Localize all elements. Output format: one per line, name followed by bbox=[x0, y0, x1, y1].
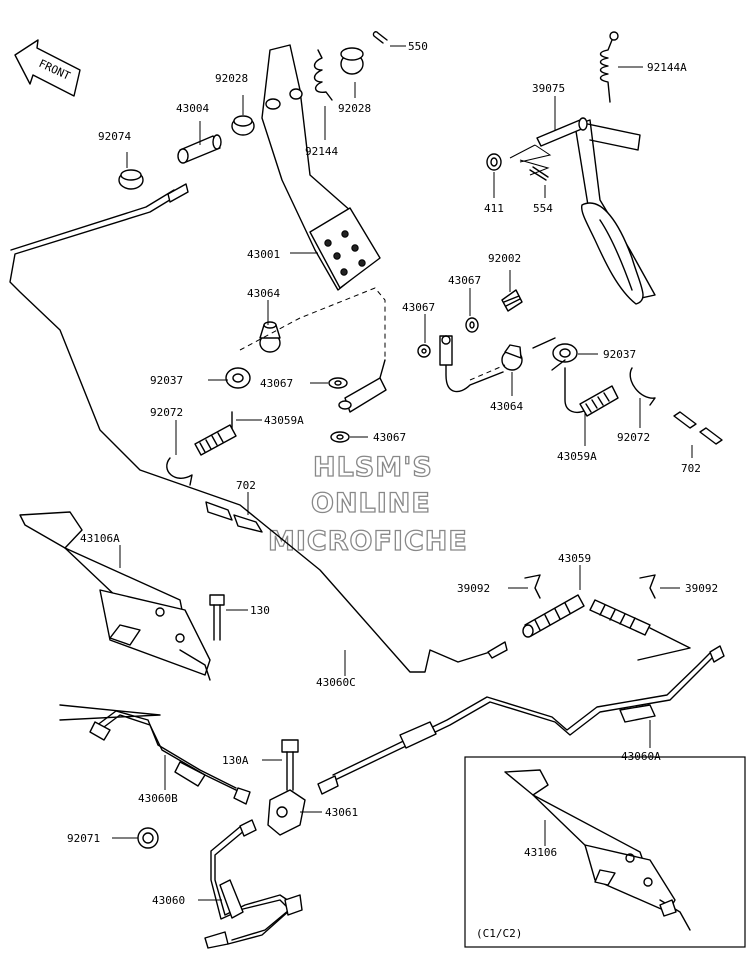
clip-92072-left bbox=[166, 457, 193, 486]
label-550: 550 bbox=[408, 40, 428, 53]
bushing-43064-left bbox=[259, 321, 281, 353]
label-92028-right: 92028 bbox=[338, 102, 371, 115]
label-43067-b: 43067 bbox=[402, 301, 435, 314]
label-92037-left: 92037 bbox=[150, 374, 183, 387]
label-130A: 130A bbox=[222, 754, 249, 767]
label-43106A: 43106A bbox=[80, 532, 120, 545]
bushing-92028-right bbox=[340, 47, 364, 75]
label-43059: 43059 bbox=[558, 552, 591, 565]
watermark-line1: HLSM'S bbox=[313, 452, 433, 483]
bolt-92002 bbox=[501, 289, 523, 312]
part-labels: 550 92028 92028 92144A 39075 43004 92144… bbox=[67, 40, 718, 907]
leader-lines bbox=[112, 45, 693, 901]
bolt-130A bbox=[281, 739, 299, 791]
label-43059A-left: 43059A bbox=[264, 414, 304, 427]
clamp-92037-right bbox=[532, 337, 578, 371]
rod-43059A-right bbox=[564, 367, 619, 417]
label-43059A-right: 43059A bbox=[557, 450, 597, 463]
label-43061: 43061 bbox=[325, 806, 358, 819]
washer-43067-right2 bbox=[417, 344, 431, 358]
label-43001: 43001 bbox=[247, 248, 280, 261]
label-43106: 43106 bbox=[524, 846, 557, 859]
inset-box: (C1/C2) bbox=[464, 756, 746, 948]
rod-43060B bbox=[89, 710, 251, 805]
washer-411 bbox=[486, 153, 502, 171]
rod-right-upper bbox=[439, 335, 504, 393]
cable-43059 bbox=[522, 594, 651, 638]
label-39092-left: 39092 bbox=[457, 582, 490, 595]
label-43060A: 43060A bbox=[621, 750, 661, 763]
label-43004: 43004 bbox=[176, 102, 209, 115]
pin-702-left bbox=[205, 501, 263, 533]
washer-43067-left bbox=[328, 377, 348, 389]
pin-554 bbox=[529, 166, 549, 181]
spring-92144 bbox=[313, 49, 333, 101]
label-43060B: 43060B bbox=[138, 792, 178, 805]
adjuster-rod-left bbox=[338, 359, 387, 413]
clamp-92037-left bbox=[225, 367, 251, 389]
block-43061 bbox=[267, 789, 306, 836]
label-92144A: 92144A bbox=[647, 61, 687, 74]
label-702-left: 702 bbox=[236, 479, 256, 492]
hand-brake-lever-43106 bbox=[504, 769, 691, 931]
shaft-43004 bbox=[177, 134, 222, 164]
watermark: HLSM'S ONLINE MICROFICHE bbox=[267, 451, 468, 557]
label-702-right: 702 bbox=[681, 462, 701, 475]
bushing-92028-left bbox=[231, 115, 255, 136]
label-92037-right: 92037 bbox=[603, 348, 636, 361]
inset-caption: (C1/C2) bbox=[476, 927, 522, 940]
grommet-92071 bbox=[137, 827, 159, 849]
bolt-130 bbox=[209, 594, 225, 641]
label-43060C: 43060C bbox=[316, 676, 356, 689]
label-39075: 39075 bbox=[532, 82, 565, 95]
clip-92072-right bbox=[629, 367, 656, 406]
washer-43067-lower bbox=[330, 431, 350, 443]
label-130: 130 bbox=[250, 604, 270, 617]
label-554: 554 bbox=[533, 202, 553, 215]
rod-43060C bbox=[9, 183, 508, 673]
label-43060: 43060 bbox=[152, 894, 185, 907]
rod-43060 bbox=[204, 819, 303, 949]
washer-43067-right1 bbox=[465, 317, 479, 333]
cap-92074 bbox=[118, 169, 144, 190]
label-92072-right: 92072 bbox=[617, 431, 650, 444]
label-43067-d: 43067 bbox=[373, 431, 406, 444]
label-43064-left: 43064 bbox=[247, 287, 280, 300]
spring-92144A bbox=[599, 31, 619, 103]
label-92028-left: 92028 bbox=[215, 72, 248, 85]
front-direction-arrow-icon: FRONT bbox=[14, 39, 81, 97]
label-92071: 92071 bbox=[67, 832, 100, 845]
clip-39092-right bbox=[639, 574, 656, 599]
pin-702-right bbox=[673, 411, 723, 445]
label-92072-left: 92072 bbox=[150, 406, 183, 419]
label-43067-c: 43067 bbox=[260, 377, 293, 390]
label-411: 411 bbox=[484, 202, 504, 215]
pin-550 bbox=[372, 31, 388, 44]
label-92074: 92074 bbox=[98, 130, 131, 143]
watermark-line3: MICROFICHE bbox=[268, 526, 468, 557]
hand-brake-lever-43106A bbox=[19, 511, 211, 681]
bushing-43064-right bbox=[501, 344, 523, 371]
label-92002: 92002 bbox=[488, 252, 521, 265]
clutch-pedal-43001 bbox=[261, 44, 381, 291]
clip-39092-left bbox=[524, 574, 541, 599]
brake-pedal-39075 bbox=[536, 117, 656, 305]
label-43067-a: 43067 bbox=[448, 274, 481, 287]
label-92144: 92144 bbox=[305, 145, 338, 158]
watermark-line2: ONLINE bbox=[311, 488, 431, 519]
rod-43059A-left bbox=[194, 411, 237, 456]
label-43064-right: 43064 bbox=[490, 400, 523, 413]
rod-43060A bbox=[317, 645, 725, 795]
label-39092-right: 39092 bbox=[685, 582, 718, 595]
